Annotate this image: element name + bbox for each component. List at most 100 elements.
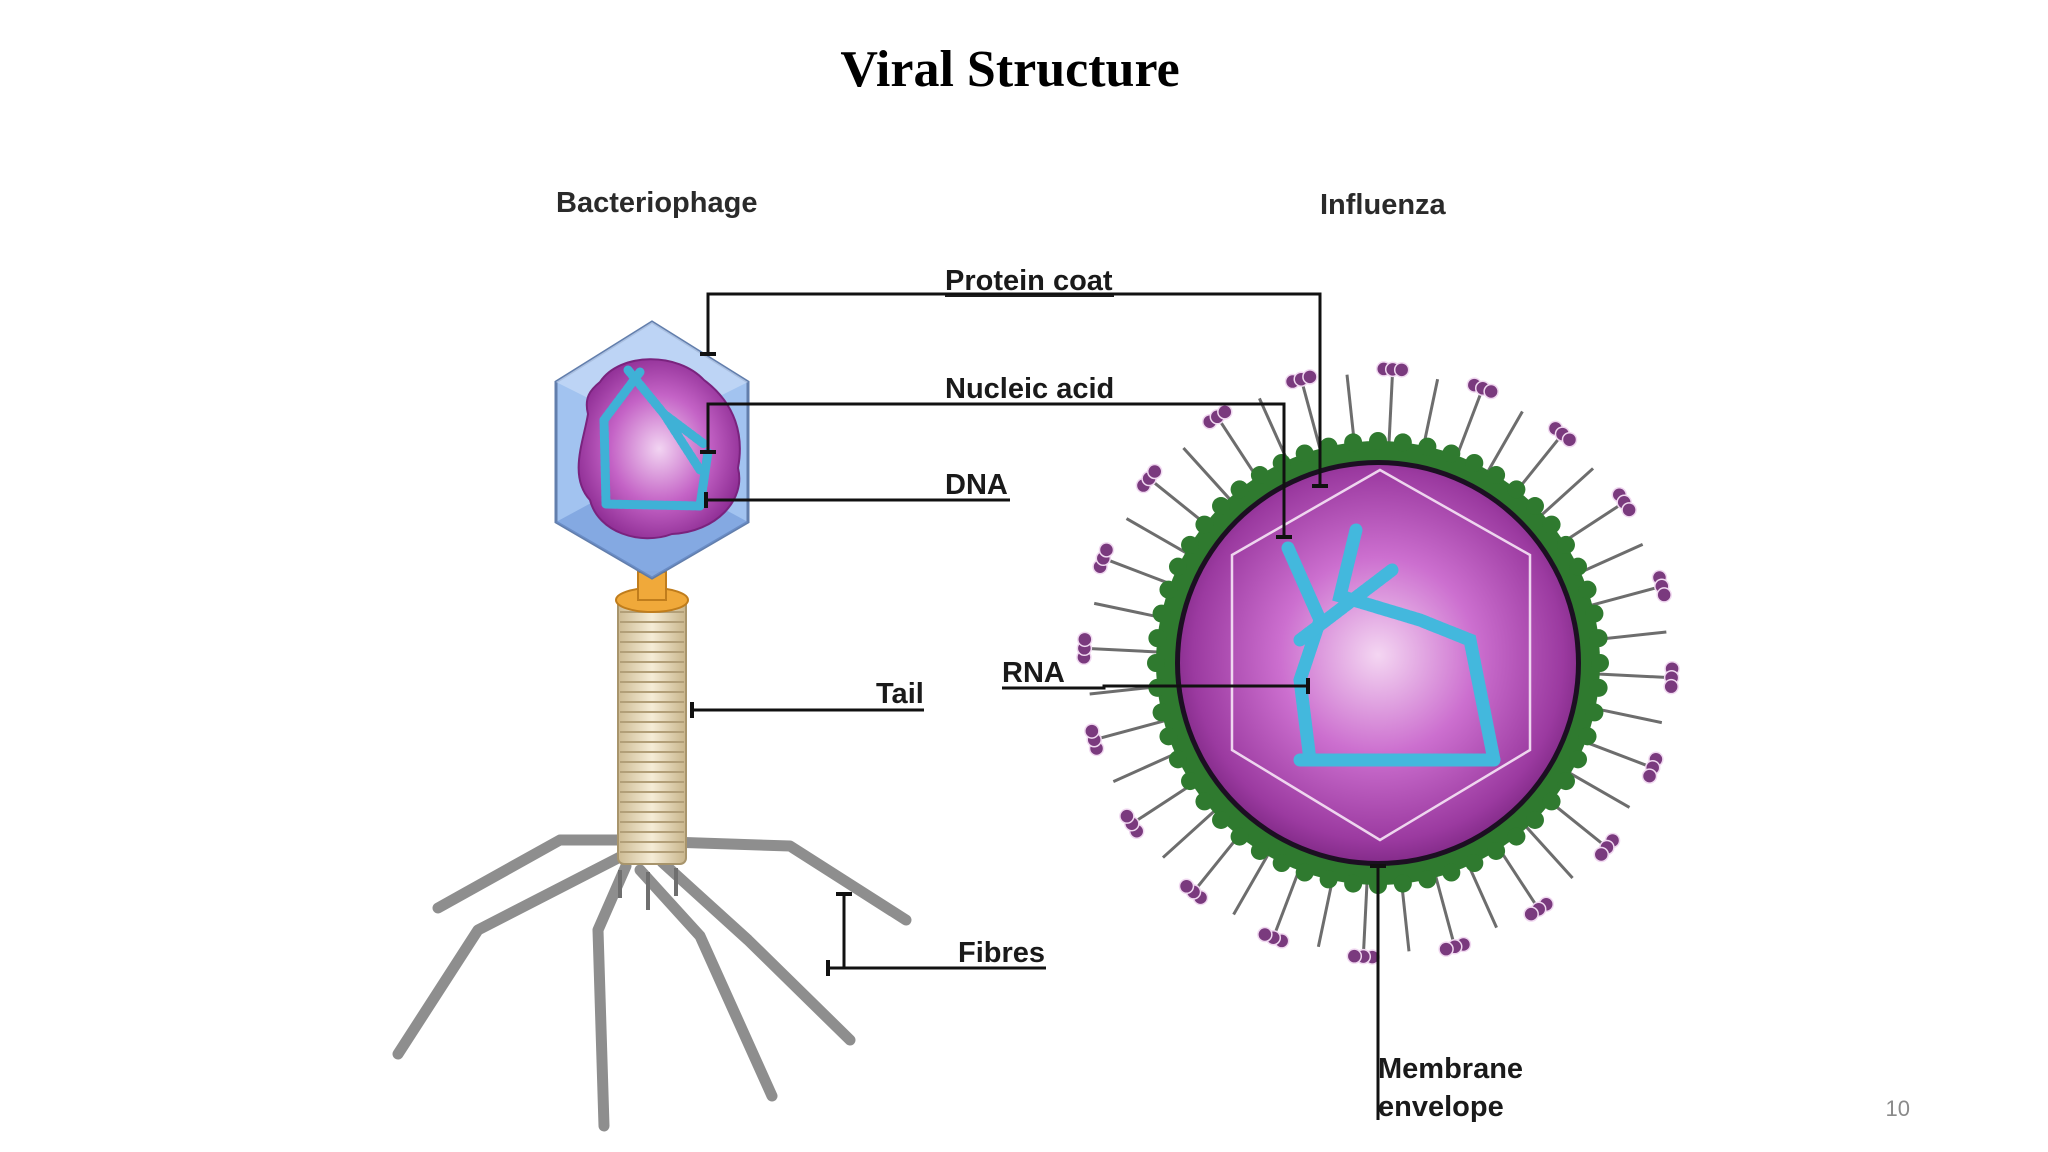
envelope-bump (1569, 750, 1588, 769)
spike-head (1483, 383, 1499, 400)
envelope-bump (1487, 841, 1506, 860)
virion-interior (1180, 465, 1576, 861)
envelope-bump (1525, 497, 1544, 516)
envelope-bump (1418, 870, 1437, 889)
spike-stalk (1592, 672, 1668, 679)
spike-head (1098, 542, 1115, 558)
envelope-bump (1295, 444, 1314, 463)
envelope-bump (1344, 874, 1363, 893)
envelope-bump (1181, 535, 1200, 554)
spike-stalk (1097, 717, 1171, 741)
spike-stalk (1483, 410, 1524, 478)
envelope-bump (1578, 580, 1597, 599)
envelope-bump (1442, 863, 1461, 882)
spike-stalk (1521, 821, 1574, 880)
tail-fibres (392, 834, 912, 1132)
envelope-bump (1591, 654, 1609, 672)
spike-stalk (1362, 877, 1369, 953)
envelope-bump (1250, 841, 1269, 860)
influenza-virion (1076, 361, 1680, 965)
spike-head (1257, 926, 1273, 943)
rna-strand (1281, 523, 1501, 767)
bacteriophage-heading: Bacteriophage (556, 187, 757, 219)
envelope-bump (1319, 437, 1338, 456)
envelope-bump (1159, 580, 1178, 599)
spike-head (1077, 631, 1093, 648)
envelope-bump (1195, 792, 1214, 811)
envelope-bump (1272, 453, 1291, 472)
envelope-bump (1152, 703, 1171, 722)
spike-head (1178, 878, 1195, 895)
envelope-bump (1585, 703, 1604, 722)
spike-stalk (1585, 585, 1659, 609)
envelope-bump (1487, 466, 1506, 485)
envelope-bump (1589, 678, 1608, 697)
spike-stalk (1563, 768, 1631, 809)
envelope-bump (1507, 827, 1526, 846)
spike-head (1593, 846, 1610, 863)
envelope-bump (1507, 480, 1526, 499)
spike-stalk (1088, 647, 1164, 654)
fibres-leader (828, 894, 1046, 970)
envelope-bump (1148, 678, 1167, 697)
envelope-bump (1212, 810, 1231, 829)
envelope-bump (1589, 629, 1608, 648)
nucleic-acid-leader (706, 402, 1286, 537)
envelope-bump (1159, 727, 1178, 746)
spike-head (1393, 362, 1410, 378)
envelope-bump (1168, 557, 1187, 576)
spike-stalk (1182, 446, 1235, 505)
envelope-bump (1168, 750, 1187, 769)
envelope-bump (1295, 863, 1314, 882)
spike-head (1084, 723, 1100, 739)
dna-label: DNA (945, 469, 1008, 501)
envelope-bump (1344, 433, 1363, 452)
protein-coat-hexagon (1230, 468, 1532, 842)
spike-head (1641, 768, 1658, 784)
spike-head (1523, 906, 1539, 922)
envelope-bump (1556, 772, 1575, 791)
rna-label: RNA (1002, 657, 1065, 689)
envelope-bump (1195, 515, 1214, 534)
slide-title: Viral Structure (840, 41, 1180, 98)
envelope-bump (1272, 854, 1291, 873)
spike-stalk (1161, 806, 1220, 859)
envelope-bump (1542, 792, 1561, 811)
envelope-bump (1369, 432, 1387, 450)
envelope-bump (1230, 480, 1249, 499)
membrane-label-line2: envelope (1378, 1091, 1504, 1123)
protein-coat-label: Protein coat (945, 265, 1113, 297)
envelope-bump (1393, 433, 1412, 452)
envelope-bump (1556, 535, 1575, 554)
spike-stalk (1232, 848, 1273, 916)
spike-head (1621, 502, 1637, 518)
spike-stalk (1536, 467, 1595, 520)
fibres-label: Fibres (958, 937, 1045, 969)
envelope-bump (1465, 453, 1484, 472)
spike-head (1146, 463, 1163, 480)
spike-stalk (1387, 373, 1394, 449)
envelope-bump (1148, 629, 1167, 648)
spike-head (1217, 404, 1233, 420)
envelope-bump (1418, 437, 1437, 456)
rna-leader (1002, 684, 1308, 690)
dna-strand (599, 365, 713, 511)
envelope-bump (1578, 727, 1597, 746)
envelope-bump (1542, 515, 1561, 534)
spike-head (1663, 678, 1679, 695)
nucleic-acid-label: Nucleic acid (945, 373, 1114, 405)
spike-head (1656, 587, 1672, 603)
tail-label: Tail (876, 678, 924, 710)
envelope-bump (1465, 854, 1484, 873)
envelope-bump (1393, 874, 1412, 893)
envelope-bump (1152, 604, 1171, 623)
envelope-bump (1569, 557, 1588, 576)
bacteriophage (392, 320, 912, 1132)
envelope-bump (1147, 654, 1165, 672)
envelope-bump (1525, 810, 1544, 829)
spike-head (1561, 431, 1578, 448)
spike-head (1119, 808, 1135, 824)
influenza-heading: Influenza (1320, 189, 1447, 221)
spike-head (1346, 948, 1363, 964)
